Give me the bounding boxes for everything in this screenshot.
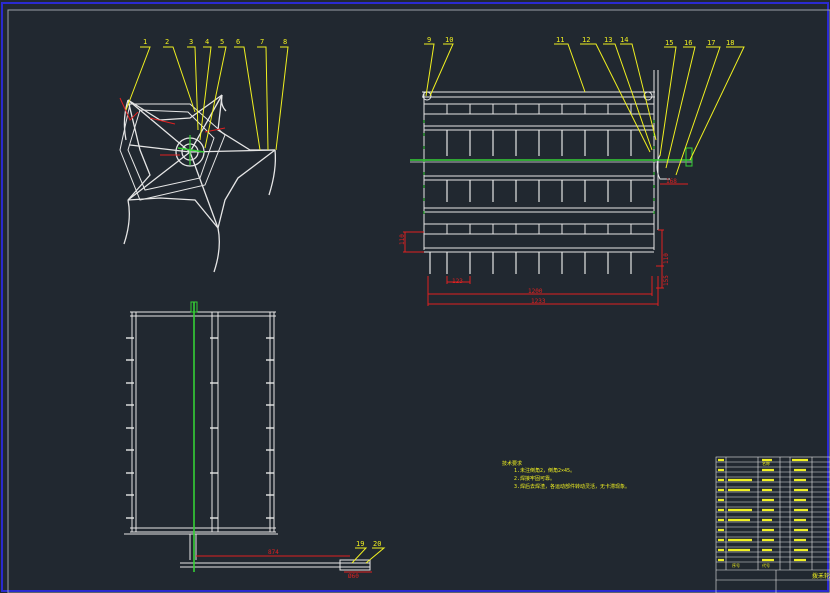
dim-small-left: 110	[399, 234, 406, 245]
title-block-title: 拨禾轮	[812, 572, 830, 580]
callouts-side-view	[125, 46, 289, 151]
title-block-footer-left: 序号	[732, 562, 740, 568]
notes-line-2: 2.焊接牢固可靠。	[514, 475, 555, 482]
callout-15: 15	[665, 39, 673, 47]
dim-end: Ø60	[348, 573, 359, 580]
callout-14: 14	[620, 36, 628, 44]
dim-length: 874	[268, 549, 279, 556]
dim-right-a: 110	[663, 253, 670, 264]
callout-18: 18	[726, 39, 734, 47]
callout-13: 13	[604, 36, 612, 44]
notes-heading: 技术要求	[502, 460, 522, 467]
front-view-dimensions	[403, 183, 688, 306]
front-view-shaft	[410, 120, 693, 220]
dim-pitch: 123	[452, 278, 463, 285]
callout-19: 19	[356, 540, 364, 548]
title-block-header-mid: 名称	[762, 460, 770, 466]
dim-right-b: 155	[663, 275, 670, 286]
callouts-front-view	[424, 43, 745, 176]
callout-20: 20	[373, 540, 381, 548]
top-view-shaft	[190, 301, 198, 572]
parts-list-entries	[718, 458, 808, 562]
callout-4: 4	[205, 38, 209, 46]
callouts-top-view	[351, 547, 386, 564]
callout-11: 11	[556, 36, 564, 44]
callout-5: 5	[220, 38, 224, 46]
front-view-dimension-text: 110 123 1200 1233 168 110 155	[399, 178, 677, 305]
top-view-dimensions	[196, 555, 372, 573]
callout-1: 1	[143, 38, 147, 46]
dim-width-inner: 1200	[528, 288, 543, 295]
callout-3: 3	[189, 38, 193, 46]
side-view-reel	[119, 94, 277, 273]
title-block-footer-mid: 代号	[762, 562, 770, 568]
title-block-text: 名称 序号 代号 拨禾轮	[732, 460, 830, 580]
front-view-reel	[422, 70, 670, 274]
notes-line-3: 3.焊后去焊渣，各运动部件转动灵活，无卡滞现象。	[514, 483, 630, 490]
callout-6: 6	[236, 38, 240, 46]
top-view-reel	[124, 311, 371, 571]
dim-width-outer: 1233	[531, 298, 546, 305]
technical-notes: 技术要求 1.未注倒角2，倒角2×45。 2.焊接牢固可靠。 3.焊后去焊渣，各…	[502, 460, 630, 490]
parts-list-table	[715, 456, 830, 593]
callout-labels-side: 1 2 3 4 5 6 7 8	[143, 38, 287, 46]
callout-16: 16	[684, 39, 692, 47]
callout-labels-front: 9 10 11 12 13 14 15 16 17 18	[427, 36, 734, 47]
callout-9: 9	[427, 36, 431, 44]
top-view-dimension-text: 874 Ø60	[268, 549, 359, 580]
callout-7: 7	[260, 38, 264, 46]
callout-10: 10	[445, 36, 453, 44]
callout-2: 2	[165, 38, 169, 46]
callout-12: 12	[582, 36, 590, 44]
callout-labels-top: 19 20	[356, 540, 381, 548]
notes-line-1: 1.未注倒角2，倒角2×45。	[514, 467, 575, 474]
dim-shaft: 168	[666, 178, 677, 185]
callout-8: 8	[283, 38, 287, 46]
callout-17: 17	[707, 39, 715, 47]
